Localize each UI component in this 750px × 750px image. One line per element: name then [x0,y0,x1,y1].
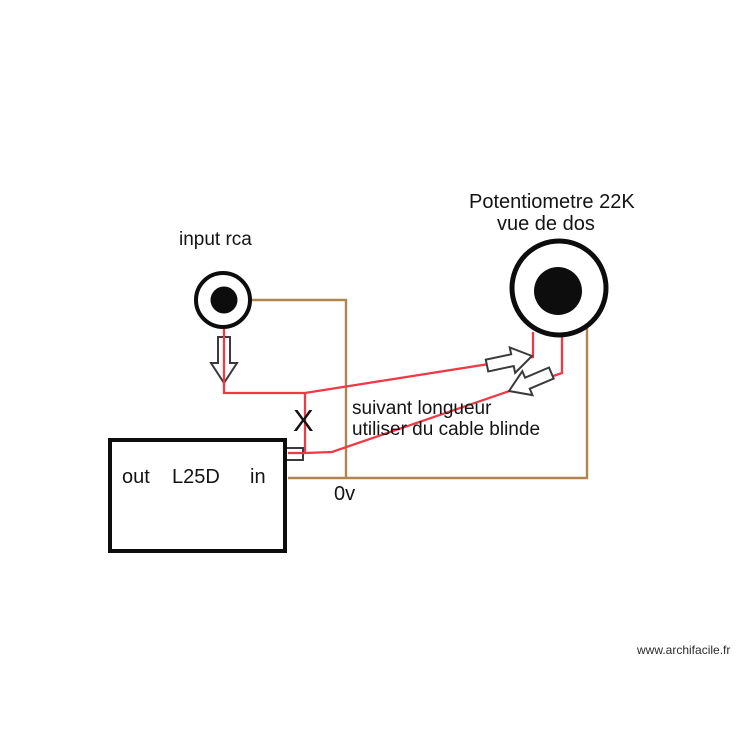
amp-out-label: out [122,466,150,488]
archifacile-watermark: www.archifacile.fr [637,643,731,657]
input-rca-label: input rca [179,229,252,250]
ground-wire-rca-to-bus [251,298,348,477]
potentiometer-shaft-icon [534,267,582,315]
potentiometer-subtitle: vue de dos [497,213,595,235]
potentiometer-title: Potentiometre 22K [469,191,635,213]
to-pot-right-arrow-icon [484,345,534,375]
cable-note-line1: suivant longueur [352,398,492,419]
cut-mark: X [293,403,314,438]
from-pot-downleft-arrow-icon [507,366,555,397]
amplifier-box: out L25D in [108,438,287,553]
cable-note-line2: utiliser du cable blinde [352,419,541,440]
ground-0v-label: 0v [334,483,356,505]
amp-model-label: L25D [172,466,220,488]
amp-in-label: in [250,466,266,488]
ground-wire-bus-to-pot [288,327,589,480]
rca-connector-pin-icon [210,286,238,314]
signal-wire-input-to-pot [222,303,535,395]
